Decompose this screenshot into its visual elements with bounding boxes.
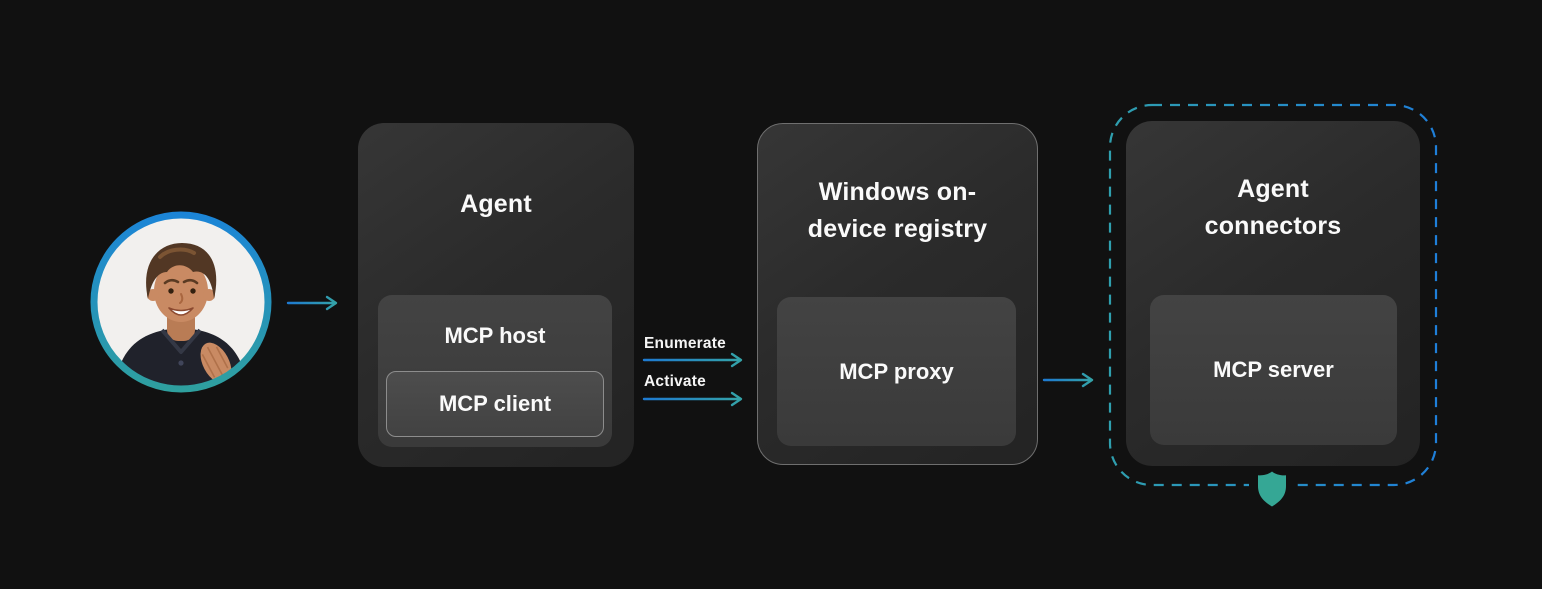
mcp-proxy-label: MCP proxy bbox=[839, 358, 954, 384]
registry-title-line1: Windows on- bbox=[818, 178, 977, 206]
connectors-title-line1: Agent bbox=[1237, 175, 1309, 203]
agent-box: Agent MCP host MCP client bbox=[358, 123, 634, 467]
connectors-box: Agent connectors MCP server bbox=[1126, 121, 1420, 466]
shield-backplate bbox=[1249, 476, 1295, 496]
registry-box: Windows on- device registry MCP proxy bbox=[757, 123, 1038, 465]
shield-icon bbox=[1258, 471, 1286, 507]
registry-title-line2: device registry bbox=[807, 215, 988, 243]
mcp-host-label: MCP host bbox=[444, 323, 546, 348]
person-avatar-icon bbox=[90, 211, 272, 393]
connectors-title: Agent connectors bbox=[1126, 171, 1420, 245]
connectors-title-line2: connectors bbox=[1204, 212, 1342, 240]
user-to-agent-arrow bbox=[286, 295, 338, 311]
mcp-client-label: MCP client bbox=[438, 391, 552, 416]
registry-to-connectors-arrow bbox=[1042, 372, 1094, 388]
agent-title: Agent bbox=[460, 190, 532, 218]
enumerate-label: Enumerate bbox=[644, 335, 726, 352]
mcp-client-box: MCP client bbox=[386, 371, 604, 437]
mcp-host-box: MCP host MCP client bbox=[378, 295, 612, 447]
mcp-proxy-box: MCP proxy bbox=[777, 297, 1016, 446]
activate-label: Activate bbox=[644, 373, 706, 390]
user-avatar bbox=[90, 211, 272, 393]
activate-arrow bbox=[642, 391, 743, 407]
mcp-server-box: MCP server bbox=[1150, 295, 1397, 445]
enumerate-arrow bbox=[642, 352, 743, 368]
mcp-server-label: MCP server bbox=[1213, 357, 1334, 382]
registry-title: Windows on- device registry bbox=[758, 174, 1037, 248]
